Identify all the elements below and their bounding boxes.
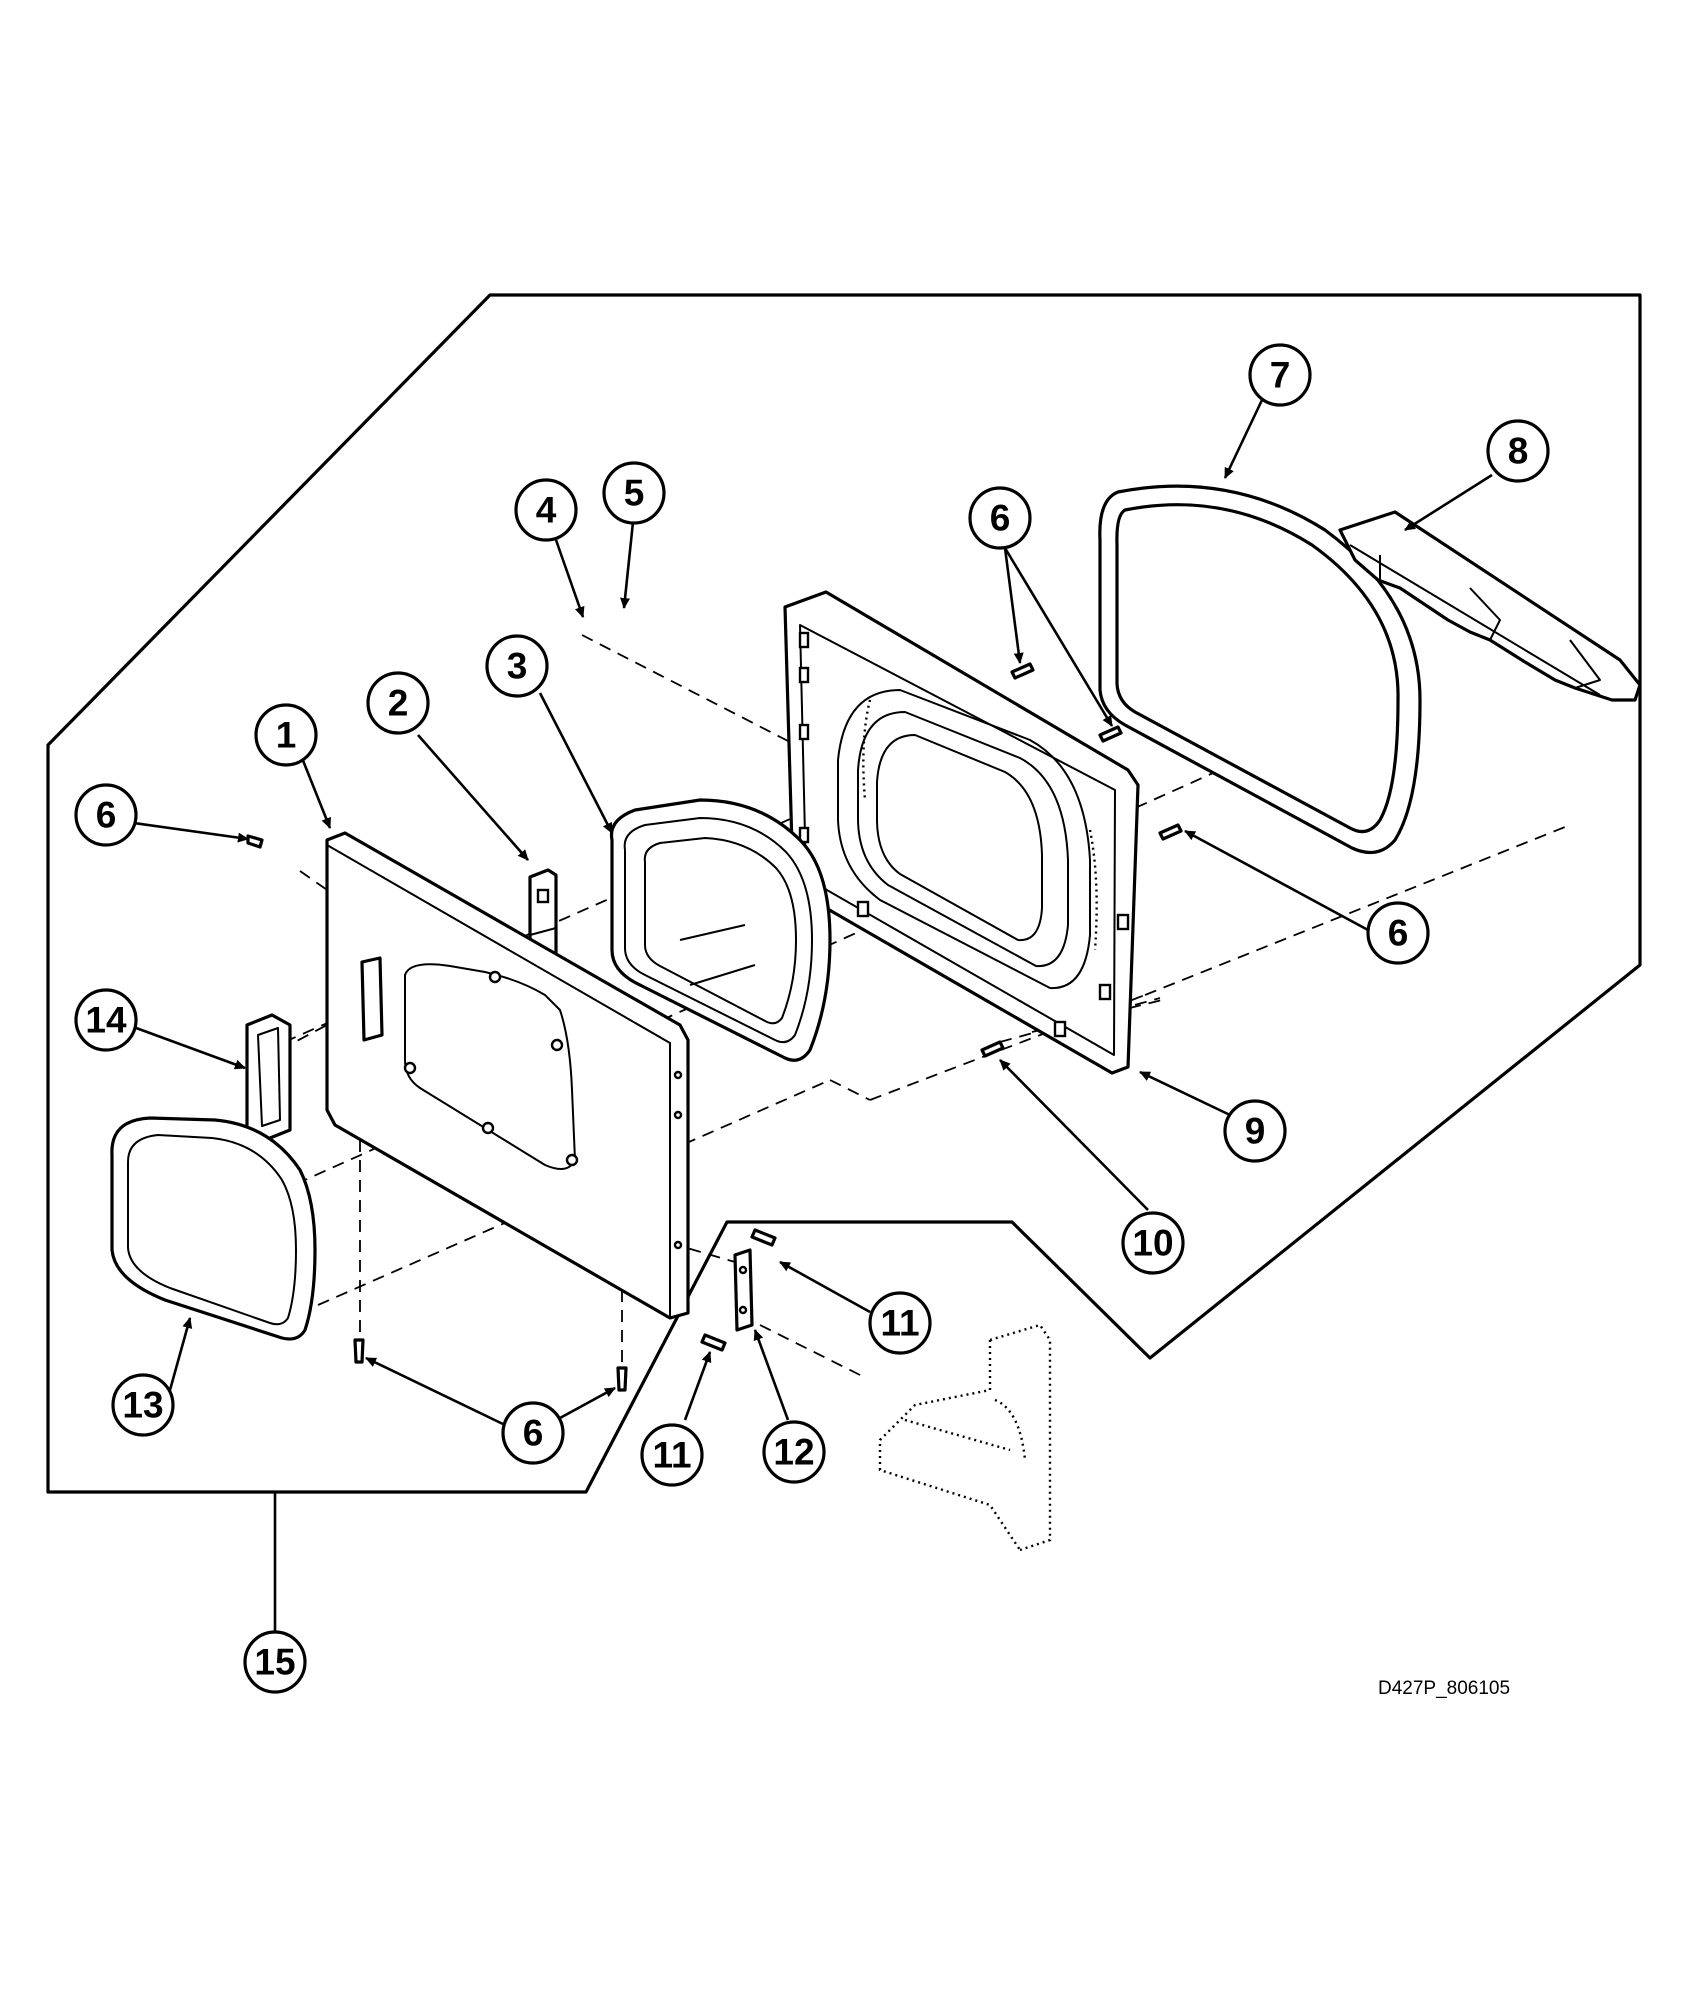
panel-screws [246,662,1183,1392]
callout-label: 15 [254,1642,295,1683]
door-window-inner [609,798,832,1062]
door-outer-panel [325,831,690,1320]
callout-label: 2 [388,683,409,724]
callout-label: 11 [652,1435,691,1476]
callout-11-left: 11 [640,1423,704,1487]
callout-9: 9 [1223,1099,1287,1163]
callout-label: 13 [122,1385,163,1426]
callout-label: 6 [96,795,117,836]
callout-6-right: 6 [1366,901,1430,965]
callout-label: 4 [536,490,557,531]
callout-7: 7 [1248,343,1312,407]
door-gasket [1098,484,1422,855]
callout-14: 14 [74,988,138,1052]
callout-4: 4 [514,478,578,542]
callout-10: 10 [1121,1211,1185,1275]
callout-label: 8 [1508,431,1529,472]
callout-3: 3 [485,634,549,698]
callout-12: 12 [762,1420,826,1484]
callout-1: 1 [254,703,318,767]
drawing-code: D427P_806105 [1378,1678,1511,1699]
callout-label: 9 [1245,1111,1266,1152]
door-inner-panel [783,590,1140,1075]
callout-11-right: 11 [868,1291,932,1355]
callout-label: 5 [624,473,645,514]
callout-2: 2 [366,671,430,735]
callout-label: 3 [507,646,528,687]
door-handle [1338,510,1642,702]
callout-label: 12 [773,1432,814,1473]
callout-label: 7 [1270,355,1291,396]
callout-6-bottom: 6 [501,1401,565,1465]
callout-label: 1 [276,715,297,756]
callout-label: 6 [523,1413,544,1454]
hinge [733,1248,754,1332]
callout-5: 5 [602,461,666,525]
assembly-boundary [46,293,1642,1494]
callout-label: 6 [990,498,1011,539]
callout-label: 11 [880,1303,919,1344]
latch-trim [245,1013,292,1142]
callout-label: 10 [1132,1223,1173,1264]
callout-15: 15 [243,1630,307,1694]
phantom-cabinet [878,1323,1052,1552]
callout-6-top: 6 [968,486,1032,550]
callout-8: 8 [1486,419,1550,483]
leader-lines [126,399,1493,1427]
callout-13: 13 [111,1373,175,1437]
callout-label: 6 [1388,913,1409,954]
callout-6-left: 6 [74,783,138,847]
callout-label: 14 [85,1000,127,1041]
door-window-outer [110,1116,317,1341]
